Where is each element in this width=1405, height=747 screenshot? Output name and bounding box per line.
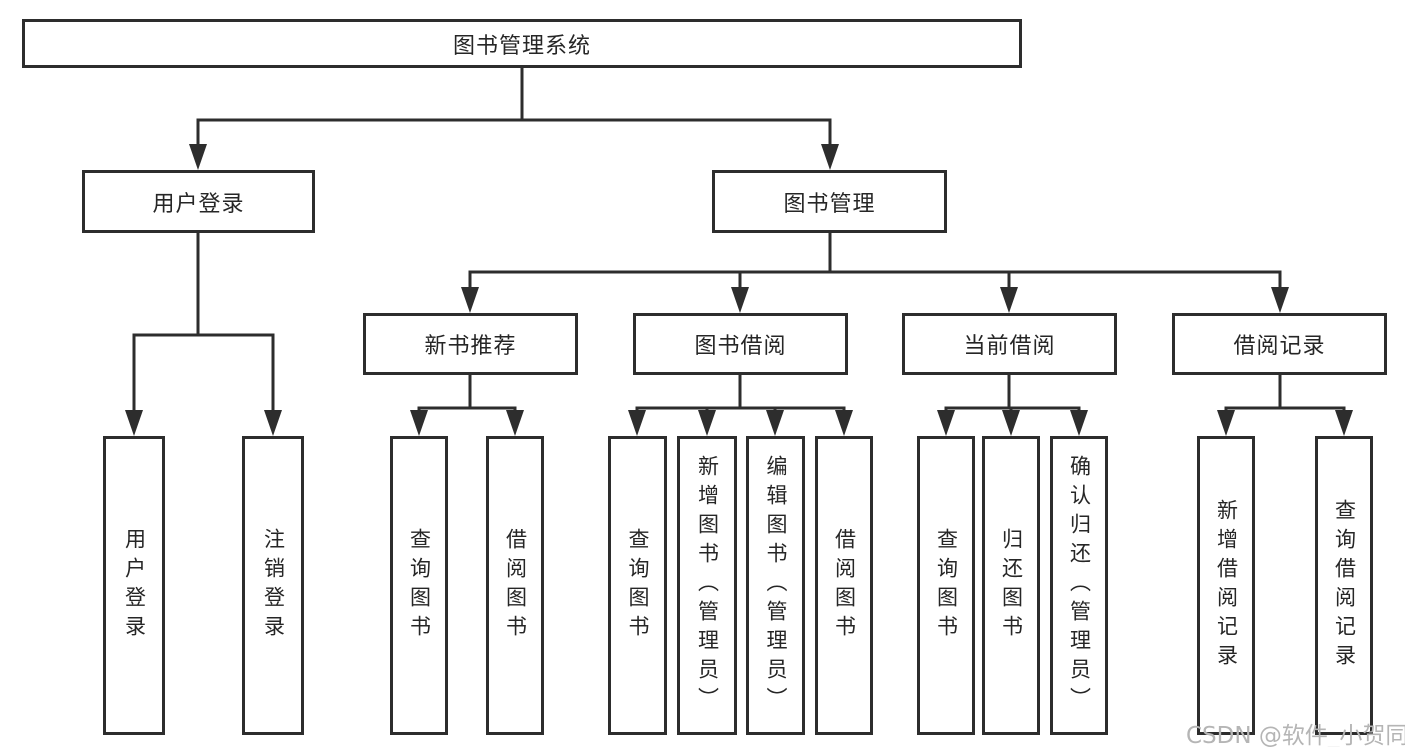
connector-root-to-level1 [189,68,839,170]
arrowhead-icon [506,410,524,436]
arrowhead-icon [1217,410,1235,436]
node-label: 查询图书 [934,527,959,644]
connector-book-borrowing-to-leaves [628,375,853,436]
connector-user-login-to-leaves [125,233,282,436]
node-bb-add-books-admin: 新增图书（管理员） [677,436,737,735]
arrowhead-icon [189,144,207,170]
connector-book-management-to-level2 [461,233,1289,313]
node-book-management: 图书管理 [712,170,947,233]
connector-borrow-records-to-leaves [1217,375,1353,436]
node-label: 图书借阅 [694,334,787,359]
node-leaf-logout: 注销登录 [242,436,304,735]
node-label: 用户登录 [152,191,245,217]
arrowhead-icon [698,410,716,436]
node-br-add-record: 新增借阅记录 [1197,436,1255,735]
node-label: 用户登录 [122,527,147,644]
node-label: 新书推荐 [424,334,517,359]
arrowhead-icon [835,410,853,436]
arrowhead-icon [766,410,784,436]
node-label: 新增图书（管理员） [695,455,720,716]
node-new-book-recommend: 新书推荐 [363,313,578,375]
node-label: 新增借阅记录 [1214,498,1239,673]
arrowhead-icon [1335,410,1353,436]
arrowhead-icon [410,410,428,436]
node-library-system: 图书管理系统 [22,19,1022,68]
arrowhead-icon [628,410,646,436]
connector-new-book-recommend-to-leaves [410,375,524,436]
node-nb-borrow-books: 借阅图书 [486,436,544,735]
node-bb-query-books: 查询图书 [608,436,667,735]
node-label: 注销登录 [261,527,286,644]
node-br-query-record: 查询借阅记录 [1315,436,1373,735]
arrowhead-icon [1271,287,1289,313]
arrowhead-icon [821,144,839,170]
node-nb-query-books: 查询图书 [390,436,448,735]
arrowhead-icon [1000,287,1018,313]
node-bb-edit-books-admin: 编辑图书（管理员） [746,436,805,735]
node-label: 借阅图书 [503,527,528,644]
node-label: 当前借阅 [963,334,1056,359]
node-cb-confirm-return-admin: 确认归还（管理员） [1050,436,1108,735]
node-label: 查询借阅记录 [1332,498,1357,673]
node-bb-borrow-books: 借阅图书 [815,436,873,735]
node-label: 图书管理 [783,191,876,217]
arrowhead-icon [264,410,282,436]
arrowhead-icon [1002,410,1020,436]
arrowhead-icon [731,287,749,313]
node-leaf-user-login: 用户登录 [103,436,165,735]
arrowhead-icon [125,410,143,436]
arrowhead-icon [461,287,479,313]
node-current-borrowing: 当前借阅 [902,313,1117,375]
arrowhead-icon [1070,410,1088,436]
node-borrow-records: 借阅记录 [1172,313,1387,375]
connector-current-borrowing-to-leaves [937,375,1088,436]
node-label: 图书管理系统 [452,33,591,59]
node-label: 查询图书 [407,527,432,644]
node-book-borrowing: 图书借阅 [633,313,848,375]
node-cb-query-books: 查询图书 [917,436,975,735]
node-user-login: 用户登录 [82,170,315,233]
arrowhead-icon [937,410,955,436]
node-label: 确认归还（管理员） [1067,455,1092,716]
node-cb-return-books: 归还图书 [982,436,1040,735]
node-label: 编辑图书（管理员） [764,455,788,716]
node-label: 查询图书 [626,527,650,644]
node-label: 借阅记录 [1233,334,1326,359]
node-label: 借阅图书 [832,527,857,644]
csdn-watermark: CSDN @软件_小贺同学 [1186,723,1405,747]
node-label: 归还图书 [999,527,1024,644]
